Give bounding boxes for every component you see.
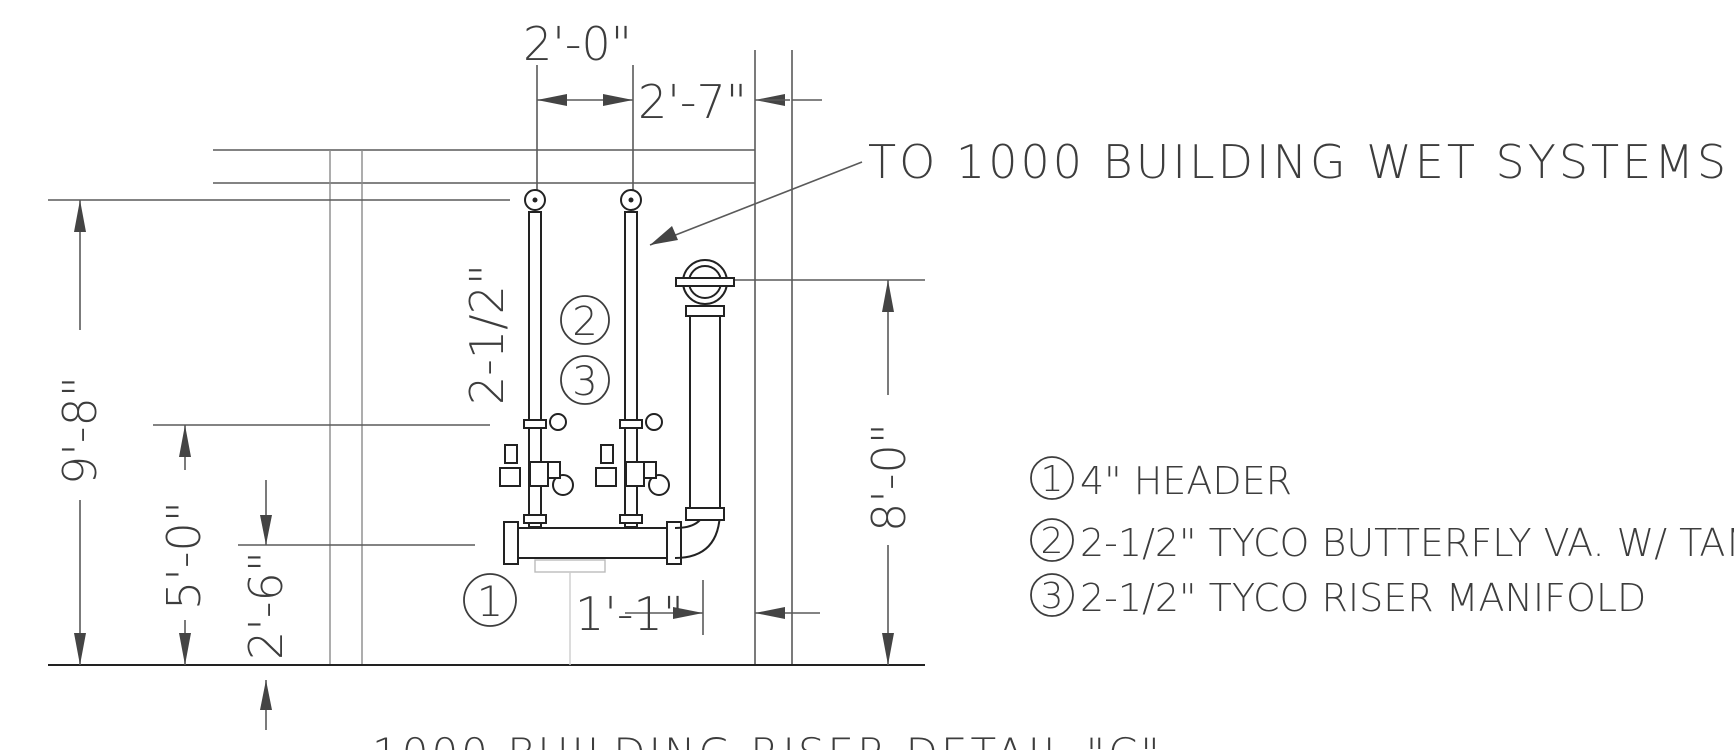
dim-bottom-spacing-label: 1'-1" [575, 587, 684, 641]
dimension-low-height: 2'-6" [239, 480, 293, 730]
legend-item-1: 1 4" HEADER [1030, 456, 1292, 503]
dimension-mid-height: 5'-0" [155, 425, 215, 665]
svg-text:1: 1 [477, 577, 504, 626]
legend-item-2-text: 2-1/2" TYCO BUTTERFLY VA. W/ TAMPER [1080, 521, 1734, 565]
dim-total-height-label: 9'-8" [53, 376, 107, 485]
dim-low-height-label: 2'-6" [239, 551, 293, 660]
valve-cluster-right [595, 413, 670, 496]
tag-2: 2 [560, 295, 610, 345]
tall-pipe [675, 259, 735, 521]
header-pipe [503, 504, 721, 565]
tag-3: 3 [560, 355, 610, 405]
riser-pipe-right [619, 189, 643, 528]
dim-right-height-label: 8'-0" [862, 423, 916, 532]
legend-item-3-text: 2-1/2" TYCO RISER MANIFOLD [1080, 576, 1646, 620]
dimension-top-width: 2'-0" [523, 17, 634, 190]
dimension-bottom-spacing: 1'-1" [575, 580, 820, 641]
structure-lines [48, 50, 925, 666]
dim-pipe-size-label: 2-1/2" [460, 264, 514, 405]
dim-mid-height-label: 5'-0" [157, 501, 211, 610]
dimension-total-height: 9'-8" [50, 200, 110, 665]
svg-text:2: 2 [1041, 521, 1064, 562]
dimension-right-offset: 2'-7" [638, 75, 822, 129]
svg-text:1: 1 [1041, 459, 1064, 500]
tag-1: 1 [463, 573, 517, 627]
valve-cluster-left [499, 413, 574, 496]
dim-right-offset-label: 2'-7" [638, 75, 747, 129]
svg-text:3: 3 [1041, 576, 1064, 617]
legend-item-3: 3 2-1/2" TYCO RISER MANIFOLD [1030, 573, 1646, 620]
header-support [534, 559, 606, 573]
callout-text: TO 1000 BUILDING WET SYSTEMS [868, 135, 1729, 189]
legend: 1 4" HEADER 2 2-1/2" TYCO BUTTERFLY VA. … [1030, 456, 1734, 620]
legend-item-2: 2 2-1/2" TYCO BUTTERFLY VA. W/ TAMPER [1030, 518, 1734, 565]
dim-top-width-label: 2'-0" [523, 17, 632, 71]
callout-group: TO 1000 BUILDING WET SYSTEMS [649, 135, 1729, 246]
legend-item-1-text: 4" HEADER [1080, 459, 1292, 503]
svg-text:2: 2 [572, 299, 597, 345]
dimension-right-height: 8'-0" [860, 280, 920, 665]
riser-assembly [499, 189, 735, 665]
svg-text:3: 3 [572, 359, 597, 405]
footer-title: 1000 BUILDING RISER DETAIL "C" [372, 729, 1163, 750]
